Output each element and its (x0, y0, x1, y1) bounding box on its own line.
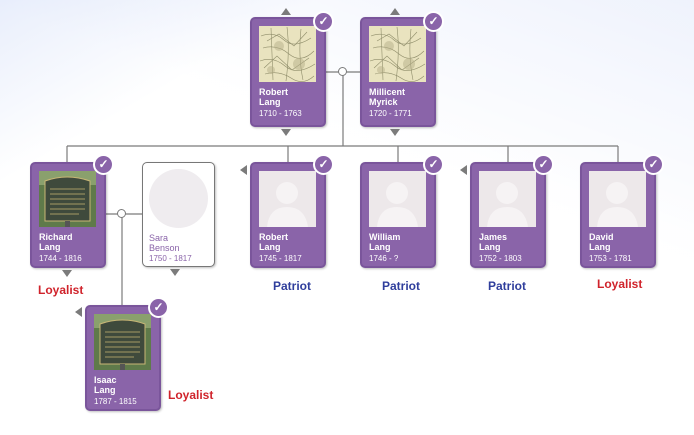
check-icon: ✓ (423, 154, 444, 175)
allegiance-label: Patriot (273, 279, 312, 293)
arrow-up-icon[interactable] (390, 8, 400, 15)
check-icon: ✓ (93, 154, 114, 175)
silhouette-icon (369, 171, 426, 227)
arrow-down-icon[interactable] (281, 129, 291, 136)
arrow-up-icon[interactable] (281, 8, 291, 15)
marker-photo (39, 171, 96, 227)
arrow-left-icon[interactable] (240, 165, 247, 175)
map-photo (259, 26, 316, 82)
check-icon: ✓ (533, 154, 554, 175)
parents-union-node[interactable] (338, 67, 347, 76)
arrow-left-icon[interactable] (460, 165, 467, 175)
richard-sara-union-node[interactable] (117, 209, 126, 218)
arrow-down-icon[interactable] (62, 270, 72, 277)
arrow-left-icon[interactable] (75, 307, 82, 317)
marker-photo (94, 314, 151, 370)
allegiance-label: Patriot (382, 279, 421, 293)
silhouette-icon (259, 171, 316, 227)
arrow-down-icon[interactable] (170, 269, 180, 276)
allegiance-label: Loyalist (168, 388, 214, 402)
person-dates: 1745 - 1817 (259, 254, 302, 263)
check-icon: ✓ (313, 11, 334, 32)
allegiance-label: Loyalist (38, 283, 84, 297)
check-icon: ✓ (423, 11, 444, 32)
map-photo (369, 26, 426, 82)
person-dates: 1746 - ? (369, 254, 399, 263)
person-dates: 1710 - 1763 (259, 109, 302, 118)
person-dates: 1787 - 1815 (94, 397, 137, 406)
silhouette-icon (589, 171, 646, 227)
silhouette-icon (479, 171, 536, 227)
allegiance-label: Loyalist (597, 277, 643, 291)
arrow-down-icon[interactable] (390, 129, 400, 136)
person-dates: 1750 - 1817 (149, 254, 192, 263)
check-icon: ✓ (148, 297, 169, 318)
silhouette-icon (149, 169, 208, 228)
person-dates: 1744 - 1816 (39, 254, 82, 263)
person-dates: 1720 - 1771 (369, 109, 412, 118)
check-icon: ✓ (643, 154, 664, 175)
person-dates: 1752 - 1803 (479, 254, 522, 263)
allegiance-label: Patriot (488, 279, 527, 293)
check-icon: ✓ (313, 154, 334, 175)
person-dates: 1753 - 1781 (589, 254, 632, 263)
